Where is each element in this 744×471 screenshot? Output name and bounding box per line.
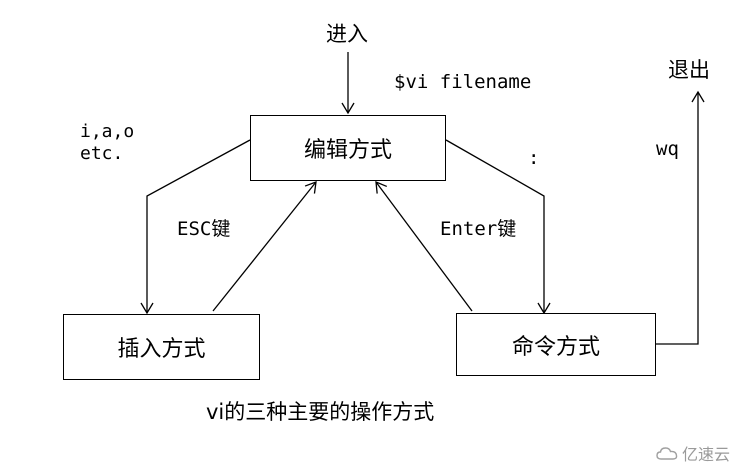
command-to-exit-arrow: [656, 90, 705, 345]
watermark: 亿速云: [656, 441, 730, 465]
insert-keys-line1: i,a,o: [80, 121, 135, 142]
colon-label: :: [528, 147, 540, 169]
insert-keys-label: i,a,o etc.: [80, 121, 134, 165]
insert-keys-line2: etc.: [80, 143, 124, 164]
edit-mode-label: 编辑方式: [303, 138, 392, 163]
edit-to-insert-arrow: [140, 139, 251, 315]
insert-mode-label: 插入方式: [117, 337, 206, 362]
enter-key-label: Enter键: [440, 218, 517, 240]
exit-label: 退出: [668, 58, 710, 82]
command-line-label: $vi filename: [394, 71, 532, 93]
insert-to-edit-arrow: [212, 181, 317, 312]
cloud-logo-icon: [656, 447, 678, 460]
edit-to-command-arrow: [445, 139, 551, 315]
enter-label: 进入: [326, 22, 368, 46]
diagram-caption: vi的三种主要的操作方式: [206, 400, 435, 424]
command-to-edit-arrow: [375, 180, 473, 312]
edit-mode-box: 编辑方式: [250, 115, 446, 181]
insert-mode-box: 插入方式: [63, 314, 260, 380]
wq-label: wq: [656, 138, 679, 160]
watermark-text: 亿速云: [681, 445, 730, 464]
command-mode-box: 命令方式: [456, 313, 656, 376]
esc-key-label: ESC键: [177, 218, 231, 240]
command-mode-label: 命令方式: [511, 334, 600, 360]
